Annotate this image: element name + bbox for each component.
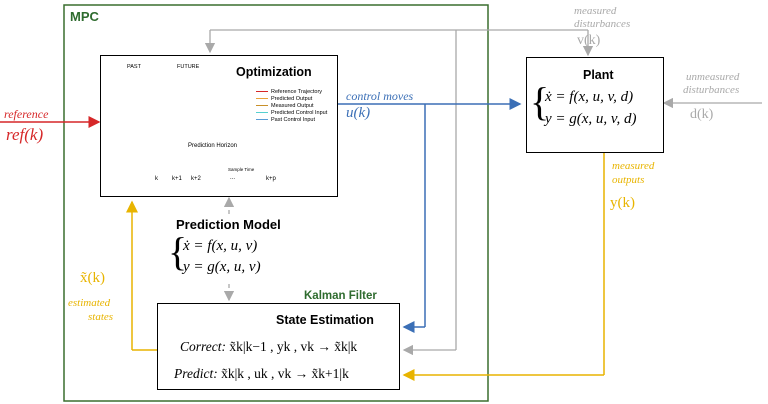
- state-estimation-title: State Estimation: [276, 313, 374, 327]
- past-label: PAST: [127, 64, 141, 70]
- state-estimation-box: [157, 303, 400, 390]
- unmeasured-disturbances-line1: unmeasured: [686, 71, 740, 83]
- control-symbol: u(k): [346, 105, 371, 121]
- legend-past-control: Past Control Input: [256, 117, 327, 124]
- measured-outputs-line2: outputs: [612, 174, 645, 186]
- estimated-states-line1: estimated: [68, 297, 111, 309]
- prediction-model-title: Prediction Model: [176, 217, 281, 232]
- legend-swatch: [256, 112, 268, 114]
- estimated-states-line2: states: [88, 311, 114, 323]
- unmeasured-disturbances-line2: disturbances: [683, 84, 740, 96]
- future-label: FUTURE: [177, 64, 200, 70]
- legend-label: Measured Output: [271, 103, 314, 109]
- legend-swatch: [256, 105, 268, 107]
- legend-measured-output: Measured Output: [256, 103, 327, 110]
- legend-label: Reference Trajectory: [271, 89, 323, 95]
- legend-label: Predicted Control Input: [271, 110, 328, 116]
- horizon-label: Prediction Horizon: [188, 143, 238, 149]
- mpc-container: [63, 4, 489, 402]
- plant-eq1: ẋ = f(x, u, v, d): [545, 89, 634, 105]
- chart-legend: Reference Trajectory Predicted Output Me…: [256, 89, 327, 124]
- optimization-title: Optimization: [236, 65, 312, 79]
- tick-dots: ...: [230, 175, 236, 181]
- tick-kp: k+p: [266, 176, 276, 182]
- tick-k: k: [155, 176, 158, 182]
- mpc-title: MPC: [70, 9, 99, 24]
- measured-disturbances-line1: measured: [574, 5, 617, 17]
- legend-label: Past Control Input: [271, 117, 316, 123]
- optimization-box: [100, 55, 338, 197]
- predict-row: Predict: x̃k|k , uk , vk → x̃k+1|k: [174, 367, 349, 381]
- prediction-model-eq2: y = g(x, u, v): [183, 259, 261, 275]
- plant-title: Plant: [583, 68, 614, 82]
- plant-eq2: y = g(x, u, v, d): [545, 111, 637, 127]
- measured-outputs-symbol: y(k): [610, 195, 635, 211]
- correct-label: Correct:: [180, 339, 226, 354]
- correct-expression: x̃k|k−1 , yk , vk → x̃k|k: [229, 339, 358, 354]
- measured-disturbances-symbol: v(k): [577, 33, 601, 48]
- predict-label: Predict:: [174, 366, 218, 381]
- control-moves-label: control moves: [346, 89, 414, 103]
- measured-outputs-line1: measured: [612, 160, 655, 172]
- prediction-model-eq1: ẋ = f(x, u, v): [183, 238, 258, 254]
- legend-predicted-control: Predicted Control Input: [256, 110, 327, 117]
- predict-expression: x̃k|k , uk , vk → x̃k+1|k: [221, 366, 349, 381]
- prediction-model-brace: {: [168, 229, 188, 274]
- legend-swatch: [256, 91, 268, 93]
- sample-time-label: Sample Time: [228, 167, 255, 172]
- reference-label: reference: [4, 107, 49, 121]
- control-move-lines: [338, 98, 522, 333]
- legend-label: Predicted Output: [271, 96, 313, 102]
- reference-symbol: ref(k): [6, 125, 44, 144]
- unmeasured-disturbances-symbol: d(k): [690, 107, 714, 122]
- plant-box: [526, 57, 664, 153]
- output-lines: [126, 153, 605, 381]
- legend-swatch: [256, 119, 268, 121]
- estimated-symbol: x̃(k): [80, 270, 105, 286]
- plant-brace: {: [530, 79, 550, 124]
- correct-row: Correct: x̃k|k−1 , yk , vk → x̃k|k: [180, 340, 357, 354]
- legend-swatch: [256, 98, 268, 100]
- legend-predicted-output: Predicted Output: [256, 96, 327, 103]
- tick-k1: k+1: [172, 176, 182, 182]
- measured-disturbance-lines: [204, 29, 762, 356]
- kalman-filter-title: Kalman Filter: [304, 290, 377, 302]
- legend-reference-trajectory: Reference Trajectory: [256, 89, 327, 96]
- measured-disturbances-line2: disturbances: [574, 18, 631, 30]
- tick-k2: k+2: [191, 176, 201, 182]
